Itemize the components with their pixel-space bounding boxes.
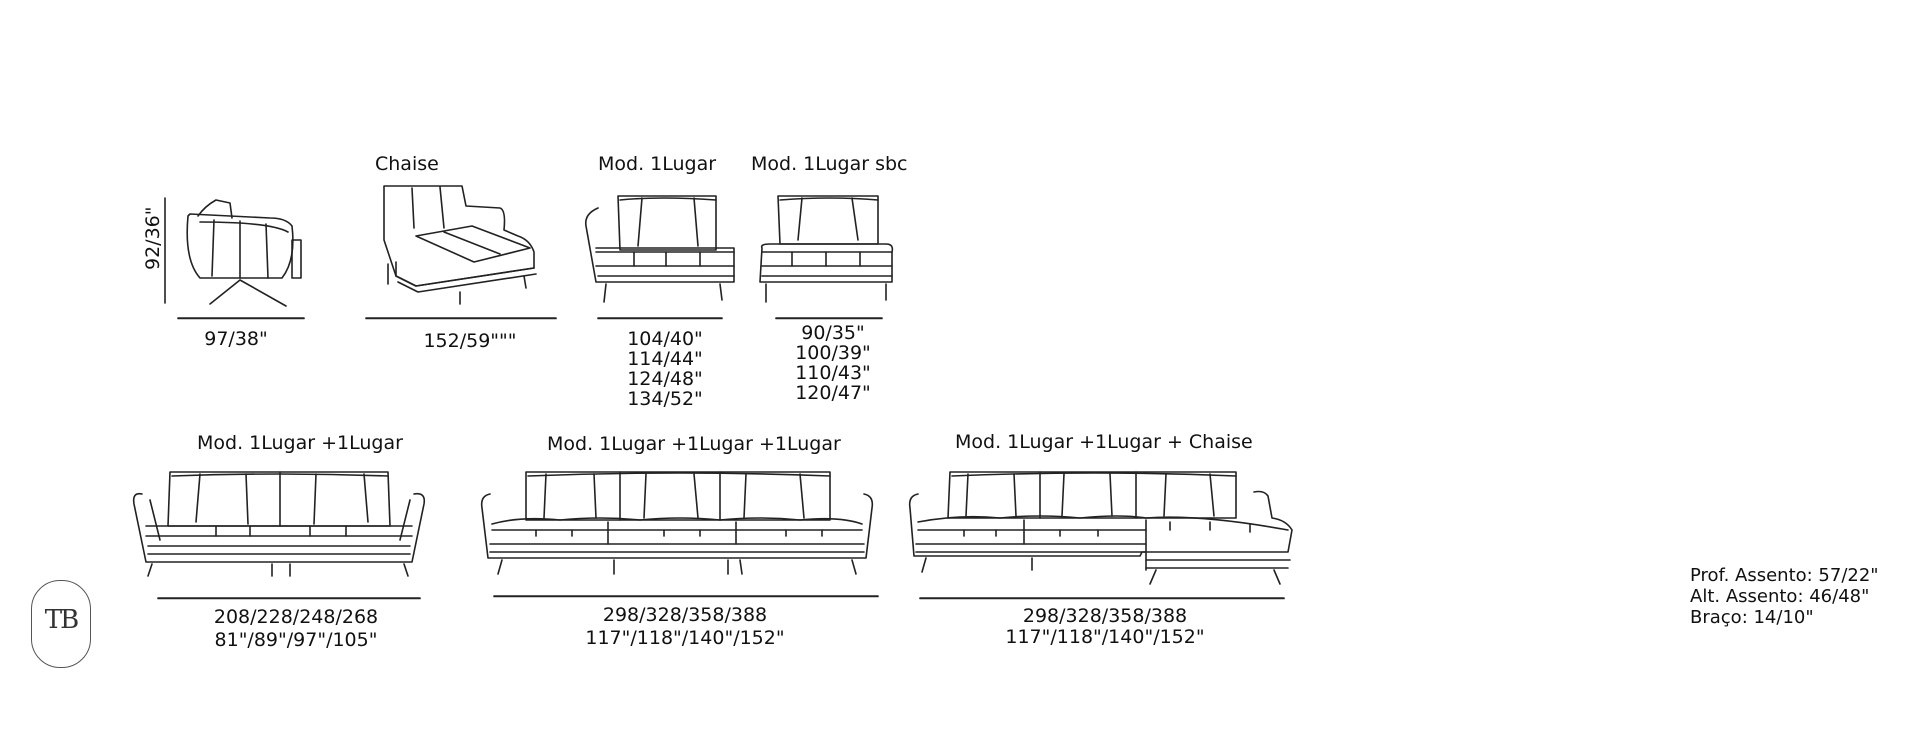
mod3-drawing [480,471,874,575]
spec-seat-height: Alt. Assento: 46/48" [1690,586,1870,607]
mod1sbc-title: Mod. 1Lugar sbc [751,153,908,175]
armchair-drawing [186,199,302,307]
dim-line: 100/39" [795,342,871,364]
mod2-drawing [132,471,426,577]
dim-line: 117"/118"/140"/152" [1005,626,1205,648]
dim-line: 81"/89"/97"/105" [214,629,378,651]
mod3-dims: 298/328/358/388 117"/118"/140"/152" [570,604,800,650]
dim-line: 152/59""" [423,330,517,352]
chaise-title: Chaise [375,153,439,175]
mod1sbc-drawing [759,195,894,303]
mod1-rule [597,317,723,320]
dim-line: 97/38" [204,328,268,350]
mod3chaise-dims: 298/328/358/388 117"/118"/140"/152" [990,606,1220,648]
dim-line: 298/328/358/388 [1022,605,1188,627]
dim-line: 117"/118"/140"/152" [585,627,785,649]
dim-line: 110/43" [795,362,871,384]
mod1-title: Mod. 1Lugar [598,153,717,175]
seat-specs: Prof. Assento: 57/22" Alt. Assento: 46/4… [1690,565,1879,628]
dim-line: 114/44" [627,348,703,370]
dim-line: 298/328/358/388 [602,604,768,626]
mod2-title: Mod. 1Lugar +1Lugar [197,432,403,454]
dim-line: 124/48" [627,368,703,390]
mod2-dims: 208/228/248/268 81"/89"/97"/105" [196,606,396,652]
mod1sbc-dims: 90/35" 100/39" 110/43" 120/47" [778,323,888,403]
dim-line: 120/47" [795,382,871,404]
mod1-dims: 104/40" 114/44" 124/48" 134/52" [610,329,720,409]
chaise-rule [365,317,557,320]
spec-seat-depth: Prof. Assento: 57/22" [1690,565,1879,586]
mod3-title: Mod. 1Lugar +1Lugar +1Lugar [547,433,841,455]
mod1-drawing [584,195,735,303]
armchair-rule [177,317,305,320]
dim-line: 134/52" [627,388,703,410]
mod2-rule [157,597,421,600]
mod3chaise-rule [919,597,1285,600]
mod1sbc-rule [775,317,883,320]
mod3chaise-title: Mod. 1Lugar +1Lugar + Chaise [955,431,1253,453]
mod3chaise-drawing [908,471,1293,585]
mod3-rule [493,595,879,598]
logo-monogram: TB [44,605,79,635]
dim-line: 90/35" [801,322,865,344]
dim-line: 104/40" [627,328,703,350]
dim-line: 208/228/248/268 [213,606,379,628]
chaise-dims: 152/59""" [410,331,530,351]
height-label: 92/36" [142,206,164,271]
spec-arm: Braço: 14/10" [1690,607,1814,628]
brand-logo: TB [31,580,91,668]
chaise-drawing [383,185,537,305]
armchair-dims: 97/38" [186,329,286,349]
